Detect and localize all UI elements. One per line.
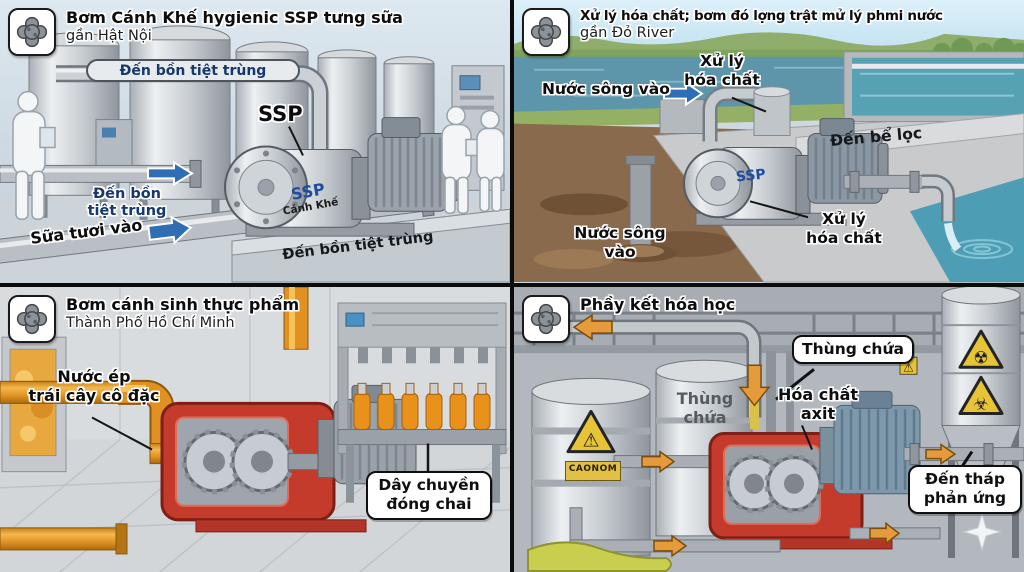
- treatment-basin-upper: [843, 51, 1024, 123]
- panel-title: Bơm cánh sinh thực phẩm: [66, 295, 300, 314]
- food-scene: [0, 287, 510, 572]
- reactor-callout: Đến tháp phản ứng: [908, 465, 1022, 514]
- flow-arrow-icon: [869, 521, 901, 545]
- ssp-leader-line: [288, 126, 304, 156]
- panel-title: Phầy kết hóa học: [580, 295, 736, 314]
- panel-dairy: Bơm Cánh Khế hygienic SSP tưng sữa gần H…: [0, 0, 510, 283]
- svg-text:⚠: ⚠: [903, 360, 914, 374]
- pump-rotor-icon: [8, 295, 56, 343]
- transfer-pipe: [613, 450, 711, 474]
- bottling-machine: [337, 302, 507, 503]
- intake-structure: [659, 86, 756, 142]
- pump-rotor-icon: [522, 295, 570, 343]
- pump-rotor-icon: [8, 8, 56, 56]
- worker-figure: [441, 105, 479, 214]
- mezzanine-edge: [514, 345, 1024, 354]
- river-ripples: [534, 66, 844, 97]
- chemical-scene: ⚠ ⚠: [514, 287, 1024, 572]
- juice-in-label: Nước ép trái cây cô đặc: [28, 367, 160, 406]
- panel-water-treatment: Xử lý hóa chất; bơm đó lợng trật mử lý p…: [514, 0, 1024, 283]
- flow-arrow-icon: [738, 364, 771, 407]
- lobe-pump-cutaway: [160, 401, 367, 533]
- flow-arrow-icon: [653, 534, 688, 558]
- juice-bottles: [353, 382, 491, 431]
- ssp-callout-label: SSP: [258, 102, 303, 126]
- flow-arrow-icon: [572, 313, 613, 341]
- container-callout: Thùng chứa: [792, 335, 914, 365]
- junction-box: [95, 119, 133, 168]
- flow-arrow-icon: [925, 443, 957, 466]
- lobe-pump-cutaway: [708, 432, 893, 550]
- flow-arrow-icon: [663, 80, 704, 107]
- panel-chemical: ⚠ ⚠: [514, 287, 1024, 572]
- svg-text:⚠: ⚠: [582, 430, 599, 452]
- basin-ripples: [951, 239, 1013, 260]
- panel-header: Xử lý hóa chất; bơm đó lợng trật mử lý p…: [522, 8, 943, 56]
- mezzanine: [514, 287, 1024, 352]
- dosing-leader-line: [749, 200, 809, 219]
- drum-sticker: CAONOM: [565, 461, 621, 481]
- hazard-biohazard-icon: ☣: [958, 375, 1004, 415]
- juice-piping: [0, 287, 309, 555]
- lobe-pump: [683, 146, 847, 226]
- worker-figure: [12, 90, 56, 220]
- panel-title: Xử lý hóa chất; bơm đó lợng trật mử lý p…: [580, 8, 943, 24]
- suction-pipe: [605, 154, 677, 263]
- support-column: [766, 351, 776, 444]
- chem-dosing-label-top: Xử lý hóa chất: [684, 52, 760, 89]
- svg-text:☣: ☣: [973, 394, 988, 414]
- mud-swirl: [540, 193, 628, 216]
- pump-brand-text: SSP: [735, 166, 767, 186]
- chemical-spill: [527, 541, 672, 572]
- chem-dosing-label-mid: Xử lý hóa chất: [806, 210, 882, 247]
- hazard-radiation-icon: ☢: [958, 329, 1004, 369]
- dosing-leader-line: [731, 96, 767, 113]
- panel-subtitle: gần Đỏ River: [580, 24, 675, 41]
- dosing-tank: [753, 86, 791, 137]
- lobe-pump: [224, 145, 415, 237]
- svg-text:☢: ☢: [973, 348, 988, 368]
- pump-rotor-icon: [522, 8, 570, 56]
- panel-header: Phầy kết hóa học: [522, 295, 735, 343]
- panel-food: Bơm cánh sinh thực phẩm Thành Phố Hồ Chí…: [0, 287, 510, 572]
- overhead-piping: [570, 319, 762, 430]
- flow-arrow-icon: [641, 450, 676, 474]
- sparkle-icon: [962, 511, 1002, 552]
- flow-arrow-icon: [147, 215, 193, 245]
- floor-piping: [569, 507, 941, 558]
- bottling-line-callout: Dây chuyền đóng chai: [366, 471, 492, 520]
- panel-header: Bơm cánh sinh thực phẩm Thành Phố Hồ Chí…: [8, 295, 299, 343]
- treatment-basin-lower: [910, 177, 1024, 283]
- to-sterilizer-label: Đến bồn tiệt trùng: [87, 186, 167, 220]
- acid-label: Hóa chất axit: [777, 385, 859, 424]
- panel-header: Bơm Cánh Khế hygienic SSP tưng sữa gần H…: [8, 8, 403, 56]
- far-bank: [514, 49, 1024, 59]
- panel-subtitle: gần Hật Nội: [66, 28, 152, 44]
- panel-subtitle: Thành Phố Hồ Chí Minh: [66, 315, 235, 331]
- river-intake-label-bottom: Nước sông vào: [574, 224, 666, 261]
- discharge-pipe: [903, 443, 1024, 466]
- mud-swirl: [534, 249, 614, 270]
- pipe-label: Đến bồn tiệt trùng: [86, 59, 300, 82]
- tank-stencil-text: Thùng chứa: [676, 389, 734, 428]
- juice-leader-line: [91, 416, 153, 451]
- water-scene: [514, 0, 1024, 283]
- support-column: [786, 351, 794, 444]
- hazard-corrosive-icon: ⚠: [566, 409, 616, 454]
- discharge-pipe: [843, 170, 962, 252]
- flow-arrow-icon: [147, 160, 194, 187]
- container-leader-line: [775, 368, 815, 401]
- river-intake-label: Nước sông vào: [542, 80, 670, 98]
- acid-leader-line: [801, 425, 813, 450]
- panel-title: Bơm Cánh Khế hygienic SSP tưng sữa: [66, 8, 403, 27]
- worker-figure: [476, 109, 505, 213]
